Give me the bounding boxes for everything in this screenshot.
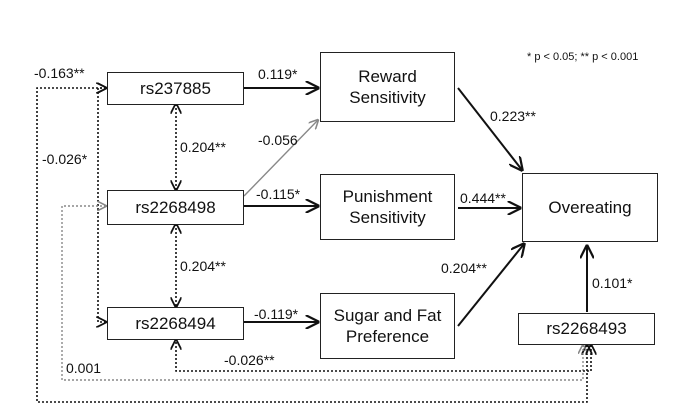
node-sugar-fat-label: Sugar and Fat Preference: [333, 305, 442, 346]
dotted-rs2268494-rs237885: [98, 88, 106, 322]
coef-rs2268498-rs2268494: 0.204**: [180, 258, 226, 274]
node-overeating: Overeating: [522, 173, 658, 242]
node-sugar-fat-preference: Sugar and Fat Preference: [320, 293, 455, 359]
arrow-sugar-overeating: [457, 244, 524, 327]
node-rs2268493-label: rs2268493: [546, 319, 627, 339]
node-rs2268493: rs2268493: [518, 313, 655, 345]
coef-rs2268493-overeating: 0.101*: [592, 275, 633, 291]
coef-punishment-overeating: 0.444**: [460, 190, 506, 206]
node-reward-sensitivity: Reward Sensitivity: [320, 52, 455, 122]
coef-rs2268494-rs237885: -0.026*: [42, 151, 88, 167]
dotted-rs2268493-rs2268494: [176, 340, 591, 372]
node-rs2268498: rs2268498: [107, 190, 244, 225]
coef-sugar-overeating: 0.204**: [441, 260, 487, 276]
coef-reward-overeating: 0.223**: [490, 108, 536, 124]
coef-rs2268493-rs2268494: -0.026**: [224, 352, 275, 368]
node-reward-label: Reward Sensitivity: [349, 66, 426, 107]
coef-rs2268493-rs237885: -0.163**: [34, 65, 85, 81]
arrow-reward-overeating: [457, 87, 522, 170]
coef-rs237885-reward: 0.119*: [258, 66, 298, 82]
node-rs237885-label: rs237885: [140, 78, 211, 98]
coef-rs2268498-reward: -0.056: [258, 132, 298, 148]
dotted-rs2268493-rs237885: [36, 88, 587, 403]
coef-rs2268493-rs2268498: 0.001: [66, 360, 102, 376]
node-overeating-label: Overeating: [548, 197, 632, 217]
node-punishment-sensitivity: Punishment Sensitivity: [320, 174, 455, 240]
node-rs2268498-label: rs2268498: [135, 197, 216, 217]
coef-rs2268494-sugar: -0.119*: [254, 306, 299, 322]
node-punishment-label: Punishment Sensitivity: [342, 186, 433, 227]
significance-note: * p < 0.05; ** p < 0.001: [527, 51, 639, 63]
node-rs2268494-label: rs2268494: [135, 313, 216, 333]
coef-rs237885-rs2268498: 0.204**: [180, 139, 226, 155]
coef-rs2268498-punishment: -0.115*: [256, 186, 301, 202]
dotted-rs2268493-rs2268498: [61, 206, 583, 381]
node-rs2268494: rs2268494: [107, 307, 244, 340]
node-rs237885: rs237885: [107, 72, 244, 105]
